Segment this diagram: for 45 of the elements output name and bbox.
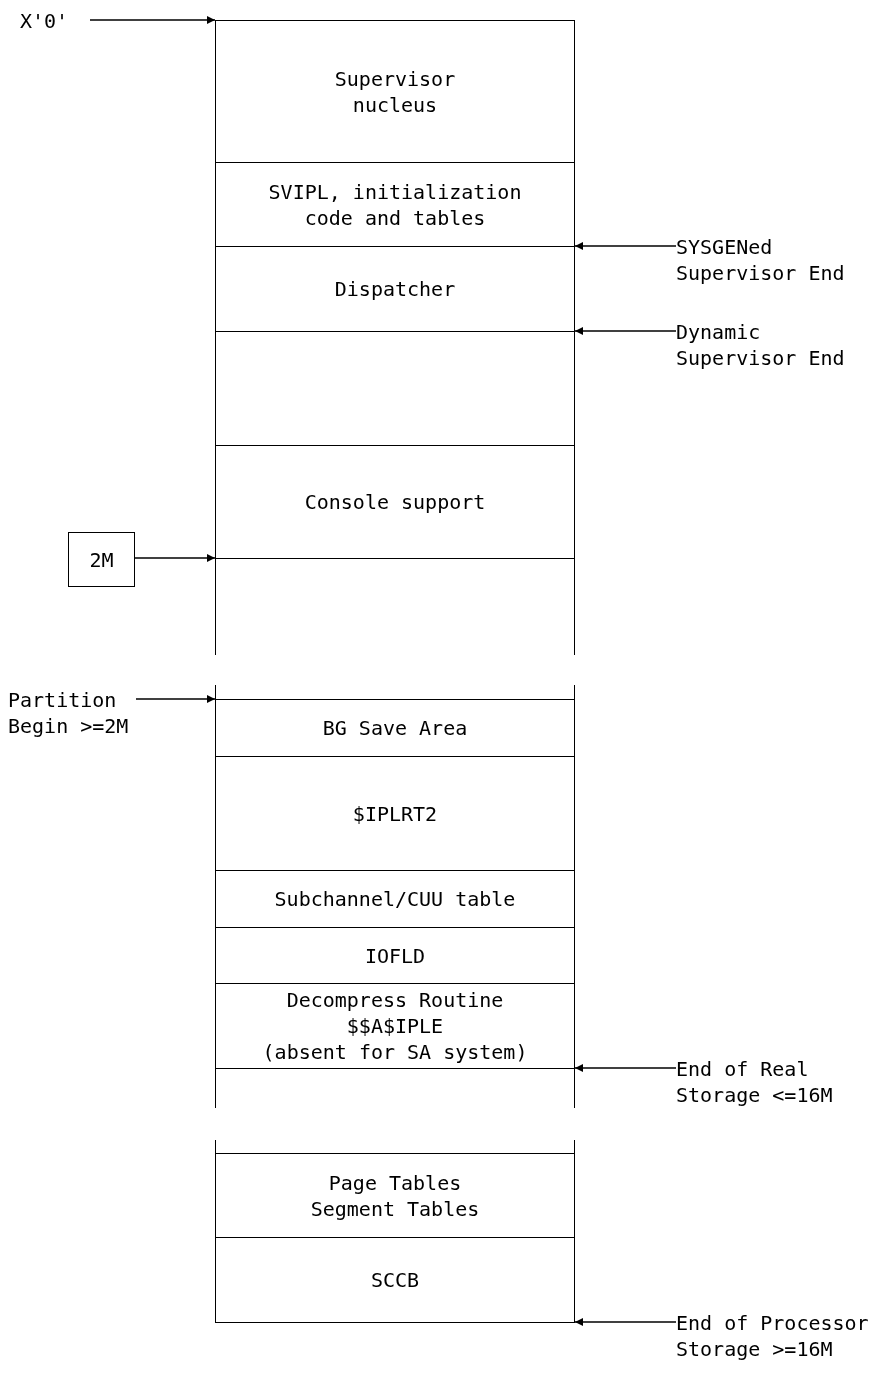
area-text: Console support bbox=[304, 489, 486, 515]
address-box bbox=[68, 532, 135, 587]
storage-area bbox=[215, 1153, 575, 1238]
arrow bbox=[574, 327, 677, 335]
area-text: Supervisor nucleus bbox=[333, 65, 457, 118]
pointer-text: Partition Begin >=2M bbox=[8, 687, 130, 739]
storage-area bbox=[215, 246, 575, 332]
storage-area bbox=[215, 162, 575, 247]
area-text: Decompress Routine bbox=[286, 987, 504, 1013]
area-text: BG Save Area bbox=[322, 715, 468, 741]
area-text: Page Tables bbox=[328, 1169, 462, 1196]
area-text: (absent for SA system) bbox=[262, 1039, 528, 1065]
storage-area bbox=[215, 756, 575, 871]
storage-area bbox=[215, 1140, 575, 1153]
area-text: SCCB bbox=[370, 1267, 420, 1293]
area-text: IOFLD bbox=[364, 942, 426, 969]
arrow bbox=[89, 16, 216, 24]
arrow bbox=[574, 1064, 677, 1072]
pointer-text: End of Processor Storage >=16M bbox=[676, 1310, 870, 1362]
storage-area bbox=[215, 983, 575, 1069]
storage-area bbox=[215, 20, 575, 163]
storage-area bbox=[215, 331, 575, 446]
area-text: $$A$IPLE bbox=[346, 1013, 444, 1039]
storage-area bbox=[215, 1237, 575, 1323]
pointer-text: Dynamic Supervisor End bbox=[676, 319, 846, 371]
storage-area bbox=[215, 558, 575, 655]
area-text: $IPLRT2 bbox=[352, 800, 438, 827]
storage-area bbox=[215, 445, 575, 559]
arrow bbox=[135, 695, 216, 703]
area-text: Subchannel/CUU table bbox=[274, 886, 516, 912]
area-text: Segment Tables bbox=[310, 1195, 480, 1222]
storage-area bbox=[215, 1068, 575, 1108]
area-text: Dispatcher bbox=[334, 276, 456, 302]
arrow bbox=[574, 1318, 677, 1326]
pointer-text: End of Real Storage <=16M bbox=[676, 1056, 834, 1108]
storage-area bbox=[215, 870, 575, 928]
pointer-text: SYSGENed Supervisor End bbox=[676, 234, 846, 286]
area-text: 2M bbox=[89, 546, 114, 573]
area-text: SVIPL, initialization code and tables bbox=[267, 178, 523, 231]
storage-area bbox=[215, 927, 575, 984]
pointer-text: X'0' bbox=[20, 8, 70, 34]
arrow bbox=[574, 242, 677, 250]
storage-area bbox=[215, 699, 575, 757]
storage-area bbox=[215, 685, 575, 699]
arrow bbox=[134, 554, 216, 562]
